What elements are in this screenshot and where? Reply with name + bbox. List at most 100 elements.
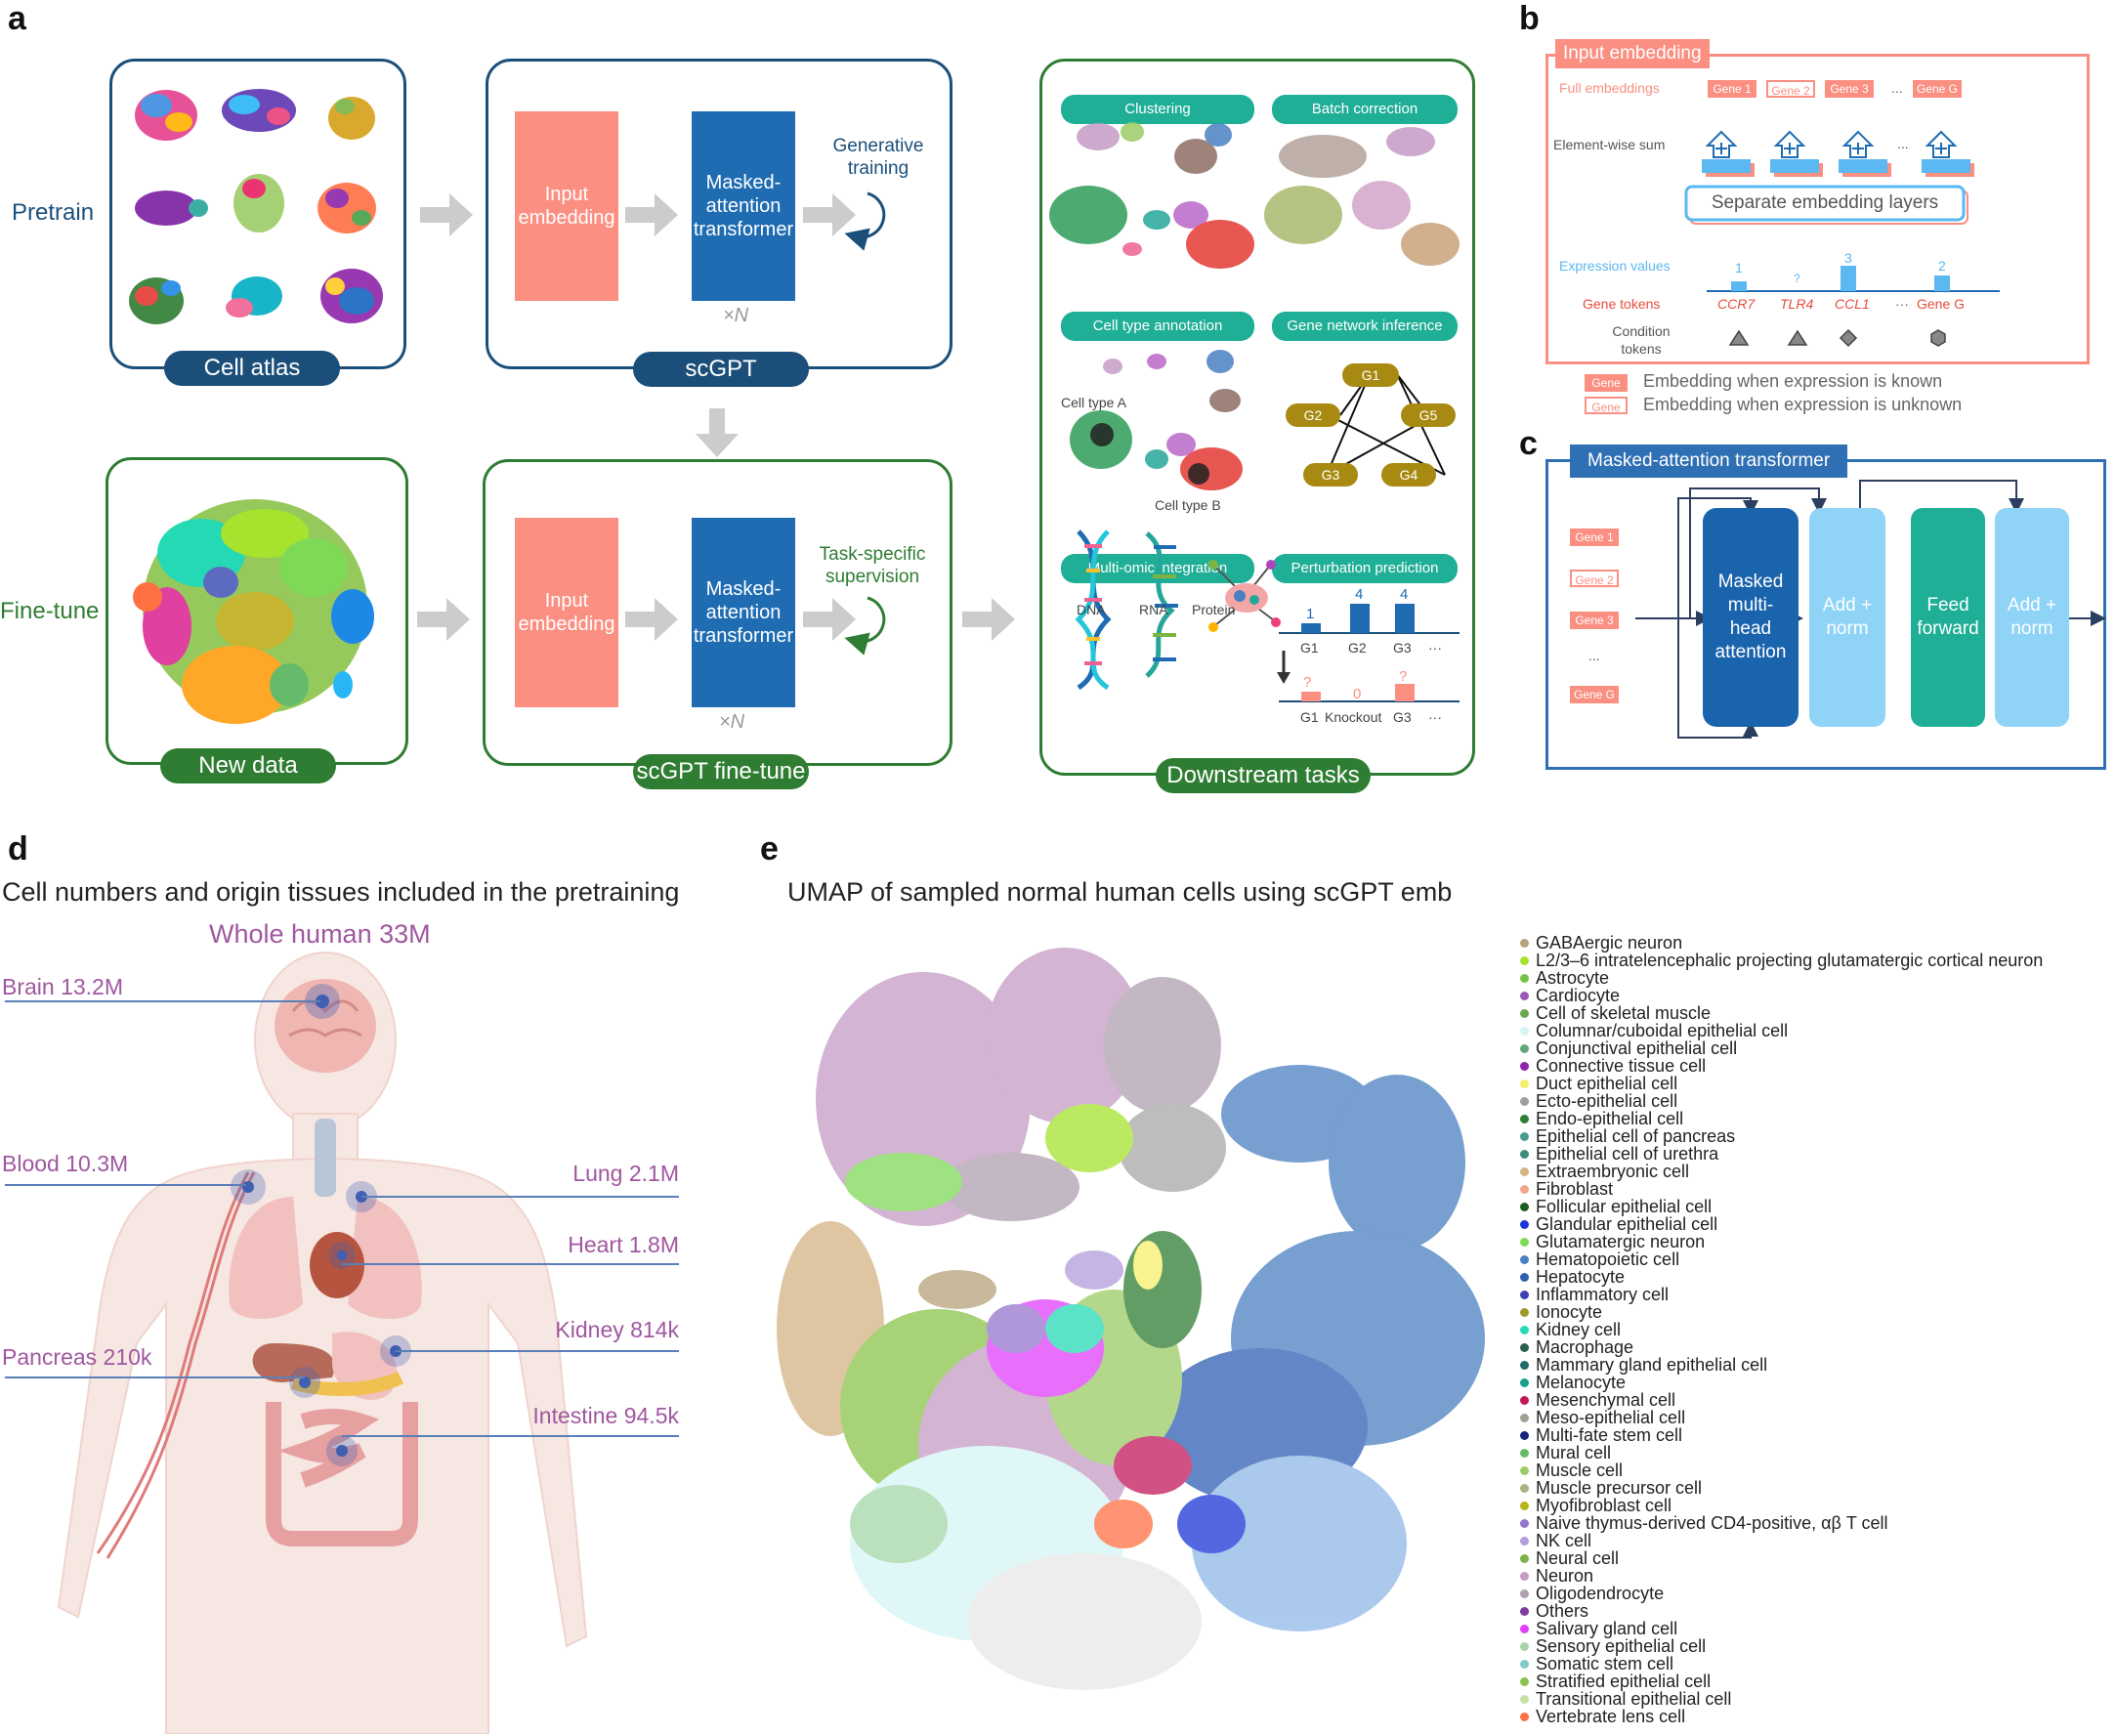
legend-item: Myofibroblast cell [1520,1497,2116,1514]
blood-vessel-icon [96,1171,256,1559]
cell-type-b-label: Cell type B [1155,497,1221,513]
lungs-icon [229,1181,422,1319]
legend-swatch [1520,1413,1529,1422]
chip-gene-g: Gene G [1913,80,1962,98]
arrow-atlas-to-scgpt [420,193,473,236]
protein-icon [1208,560,1281,632]
legend-swatch [1520,1712,1529,1721]
gene-node-g3: G3 [1303,463,1358,487]
transformer-title: Masked-attention transformer [1570,445,1848,478]
legend-swatch [1520,1571,1529,1581]
gene-node-g5: G5 [1401,403,1456,427]
legend-label: Cardiocyte [1536,986,1621,1005]
legend-item: Neuron [1520,1567,2116,1585]
legend-label: Neuron [1536,1566,1594,1586]
gene-node-g2: G2 [1286,403,1340,427]
gene-token-ccl1: CCL1 [1835,296,1870,312]
legend-label: Others [1536,1601,1589,1621]
perturb-top-gene-2: G2 [1348,640,1367,656]
gene-token-gene-g: Gene G [1917,296,1966,312]
legend-item: Inflammatory cell [1520,1286,2116,1303]
tissue-intestine-label: Intestine 94.5k [532,1403,679,1428]
legend-swatch [1520,1079,1529,1088]
legend-swatch [1520,1377,1529,1387]
scgpt-label: scGPT [633,352,809,387]
legend-item: Hepatocyte [1520,1268,2116,1286]
legend-item: Naive thymus-derived CD4-positive, αβ T … [1520,1514,2116,1532]
scgpt-finetune-label: scGPT fine-tune [633,754,809,789]
perturb-top-value-2: 4 [1355,586,1364,603]
legend-swatch [1520,1624,1529,1633]
legend-swatch [1520,1096,1529,1106]
batch-correction-scatter [1264,127,1460,266]
legend-item: L2/3–6 intratelencephalic projecting glu… [1520,952,2116,969]
legend-item: Cardiocyte [1520,987,2116,1004]
legend-item: Oligodendrocyte [1520,1585,2116,1602]
legend-label: Connective tissue cell [1536,1056,1707,1076]
legend-item: Fibroblast [1520,1180,2116,1198]
legend-label: Hepatocyte [1536,1267,1626,1287]
row-label-finetune: Fine-tune [0,598,100,624]
legend-swatch [1520,1237,1529,1247]
downstream-tasks-label: Downstream tasks [1156,758,1371,793]
task-clustering: Clustering [1061,95,1254,124]
legend-item: Glandular epithelial cell [1520,1215,2116,1233]
legend-label: Transitional epithelial cell [1536,1689,1732,1709]
panel-label-c: c [1519,425,1538,462]
gene-tokens-label: Gene tokens [1583,296,1661,312]
legend-swatch [1520,1254,1529,1264]
legend-known-label: Embedding when expression is known [1643,371,1943,391]
legend-label: Somatic stem cell [1536,1654,1674,1673]
tissue-lung-label: Lung 2.1M [572,1161,679,1186]
arrow-newdata-to-finetune [417,598,470,641]
new-data-box [106,457,408,765]
legend-label: Kidney cell [1536,1320,1622,1339]
legend-label: Endo-epithelial cell [1536,1109,1684,1128]
legend-swatch [1520,1114,1529,1123]
perturb-top-value-3: 4 [1400,586,1409,603]
legend-swatch [1520,955,1529,965]
legend-swatch [1520,1694,1529,1704]
rna-icon [1145,531,1178,678]
perturb-top-gene-1: G1 [1300,640,1319,656]
legend-label: Naive thymus-derived CD4-positive, αβ T … [1536,1513,1888,1533]
tissue-brain-label: Brain 13.2M [2,974,124,999]
legend-item: Hematopoietic cell [1520,1250,2116,1268]
expression-value-3: 3 [1844,250,1852,266]
task-batch-correction: Batch correction [1272,95,1458,124]
legend-swatch [1520,1676,1529,1686]
perturbation-top-bars [1277,604,1460,702]
legend-item: NK cell [1520,1532,2116,1549]
legend-item: Ionocyte [1520,1303,2116,1321]
perturb-bottom-value-1: ? [1303,674,1312,691]
legend-item: Multi-fate stem cell [1520,1426,2116,1444]
legend-swatch [1520,1588,1529,1598]
legend-swatch [1520,1325,1529,1334]
c-gene-3: Gene 3 [1570,612,1619,629]
tissue-blood-label: Blood 10.3M [2,1151,129,1176]
legend-label: Hematopoietic cell [1536,1249,1680,1269]
layer-ellipsis: ... [1897,136,1909,151]
input-embedding-title: Input embedding [1555,39,1710,68]
legend-label: Sensory epithelial cell [1536,1636,1707,1656]
c-gene-1: Gene 1 [1570,529,1619,546]
perturb-bottom-label-3: G3 [1393,709,1412,725]
legend-item: Muscle precursor cell [1520,1479,2116,1497]
legend-item: Extraembryonic cell [1520,1163,2116,1180]
perturb-bottom-label-knockout: Knockout [1325,709,1382,725]
legend-item: Salivary gland cell [1520,1620,2116,1637]
legend-label: Columnar/cuboidal epithelial cell [1536,1021,1789,1040]
legend-label: Glandular epithelial cell [1536,1214,1718,1234]
legend-swatch [1520,1219,1529,1229]
legend-unknown-label: Embedding when expression is unknown [1643,395,1963,414]
clustering-scatter [1049,122,1254,269]
perturb-bottom-value-2: 0 [1353,686,1362,702]
new-data-umap [133,499,374,724]
panel-e-title: UMAP of sampled normal human cells using… [787,877,1453,907]
masked-mha-block: Masked multi-head attention [1703,508,1799,727]
legend-swatch [1520,1395,1529,1405]
pancreas-marker [289,1367,320,1398]
legend-label: L2/3–6 intratelencephalic projecting glu… [1536,951,2044,970]
tissue-leader-lines [5,1000,679,1437]
